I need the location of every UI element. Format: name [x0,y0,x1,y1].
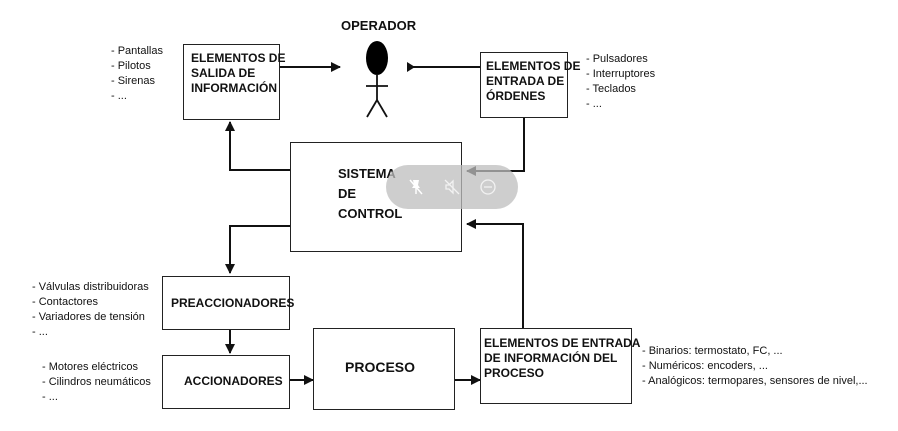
order-input-box [480,52,568,118]
minus-circle-icon[interactable] [475,174,501,200]
arrow-process-input-to-control [466,219,524,328]
example-more: - ... [32,326,48,338]
control-system-title: SISTEMA DE CONTROL [338,164,402,224]
example-more: - ... [111,90,127,102]
example-binarios: - Binarios: termostato, FC, ... [642,345,783,357]
order-input-title: ELEMENTOS DE ENTRADA DE ÓRDENES [486,59,580,104]
process-box [313,328,455,410]
output-elements-line-3: INFORMACIÓN [191,81,277,95]
arrow-control-to-preactuators [225,225,290,274]
output-elements-line-2: SALIDA DE [191,66,256,80]
order-input-line-2: ENTRADA DE [486,74,565,88]
example-pulsadores: - Pulsadores [586,53,648,65]
example-valvulas: - Válvulas distribuidoras [32,281,149,293]
example-more: - ... [586,98,602,110]
example-interruptores: - Interruptores [586,68,656,80]
process-input-box [480,328,632,404]
example-cilindros: - Cilindros neumáticos [42,376,151,388]
example-pantallas: - Pantallas [111,45,163,57]
example-sirenas: - Sirenas [111,75,156,87]
arrow-order-input-to-control [466,118,525,176]
actuators-examples: - Motores eléctricos - Cilindros neumáti… [42,360,151,405]
example-pilotos: - Pilotos [111,60,151,72]
example-contactores: - Contactores [32,296,99,308]
example-more: - ... [42,391,58,403]
actuators-box [162,355,290,409]
control-system-line-2: DE [338,186,357,201]
example-motores: - Motores eléctricos [42,361,138,373]
process-input-examples: - Binarios: termostato, FC, ... - Numéri… [642,344,868,389]
output-elements-line-1: ELEMENTOS DE [191,51,286,65]
control-system-line-3: CONTROL [338,206,403,221]
process-input-line-2: DE INFORMACIÓN DEL [484,351,618,365]
operator-label: OPERADOR [341,18,417,33]
process-input-title: ELEMENTOS DE ENTRADA DE INFORMACIÓN DEL … [484,336,640,381]
preactuators-box [162,276,290,330]
process-input-line-3: PROCESO [484,366,545,380]
actuators-label: ACCIONADORES [184,374,283,388]
video-overlay-controls [386,165,518,209]
control-system-line-1: SISTEMA [338,166,396,181]
output-elements-title: ELEMENTOS DE SALIDA DE INFORMACIÓN [191,51,285,96]
preactuators-label: PREACCIONADORES [171,296,295,310]
order-input-line-3: ÓRDENES [486,89,546,103]
order-input-examples: - Pulsadores - Interruptores - Teclados … [586,52,655,112]
example-numericos: - Numéricos: encoders, ... [642,360,768,372]
process-input-line-1: ELEMENTOS DE ENTRADA [484,336,641,350]
example-analogicos: - Analógicos: termopares, sensores de ni… [642,375,868,387]
output-elements-examples: - Pantallas - Pilotos - Sirenas - ... [111,44,163,104]
example-variadores: - Variadores de tensión [32,311,145,323]
operator-figure-icon [366,41,388,118]
order-input-line-1: ELEMENTOS DE [486,59,581,73]
arrow-control-to-output [225,121,290,171]
example-teclados: - Teclados [586,83,636,95]
mute-icon[interactable] [439,174,465,200]
output-elements-box [183,44,280,120]
pin-off-icon[interactable] [403,174,429,200]
process-label: PROCESO [345,359,416,375]
preactuators-examples: - Válvulas distribuidoras - Contactores … [32,280,149,340]
